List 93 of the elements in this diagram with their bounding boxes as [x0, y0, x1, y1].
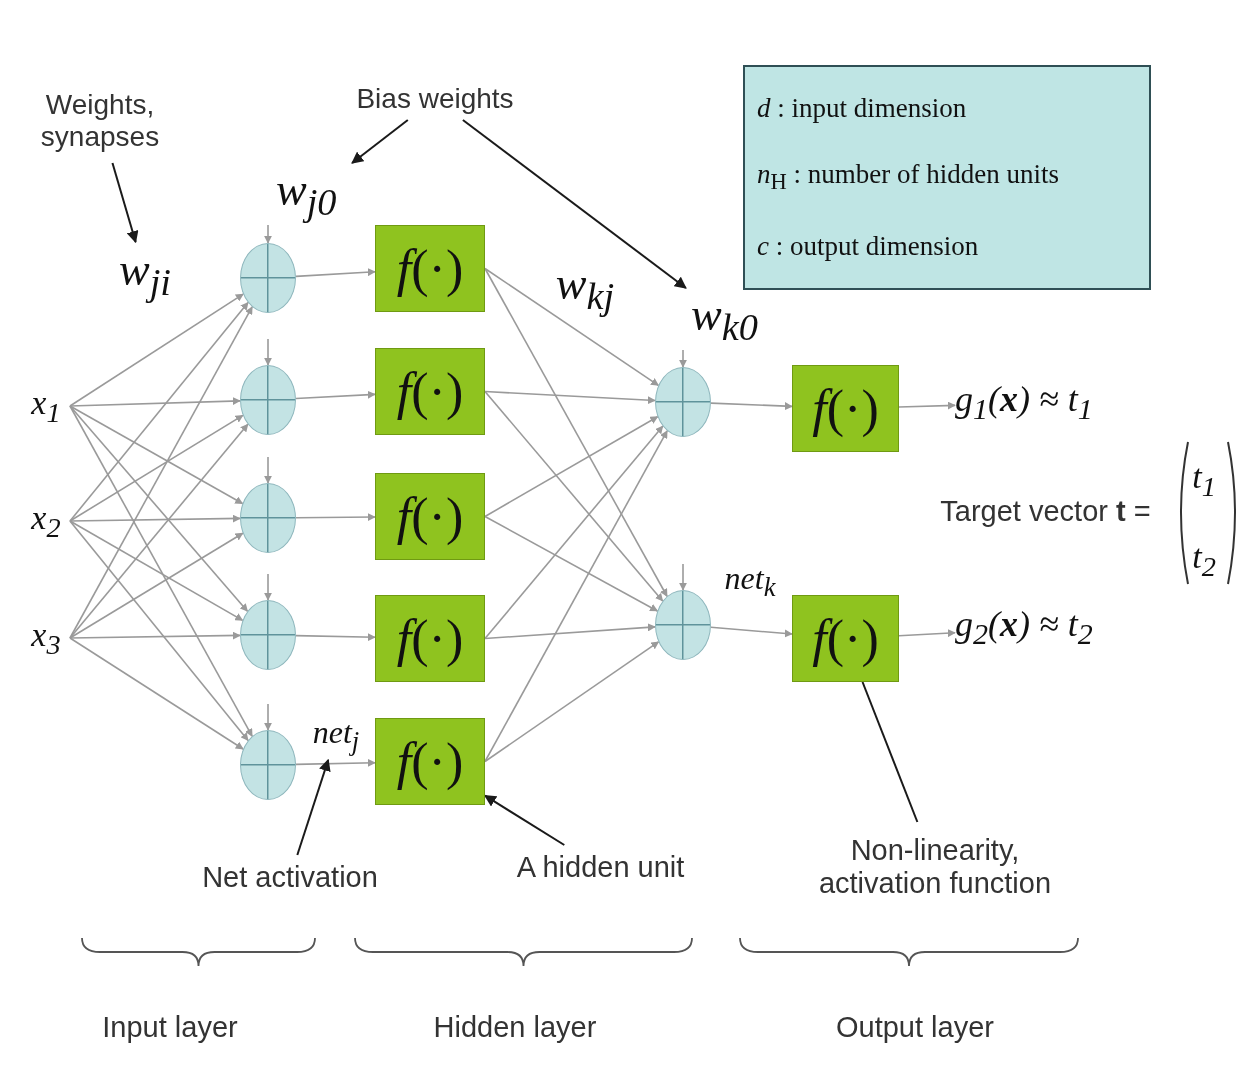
connection-arrow: [69, 520, 244, 622]
connection-arrow: [69, 397, 241, 407]
target-vector-label: Target vector t =: [939, 493, 1152, 529]
function-label: f(·): [812, 609, 879, 668]
connection-arrow: [264, 224, 272, 244]
bias-arrow: [679, 563, 687, 591]
connection-arrow: [898, 629, 956, 638]
annotation-text: Net activation: [185, 855, 395, 900]
connection-arrow: [69, 631, 241, 640]
summing-junction: [240, 600, 296, 670]
summing-junction: [240, 365, 296, 435]
connection-arrow: [484, 415, 659, 518]
math-symbol: w$_{j0}$: [262, 163, 362, 225]
annotation-text: Non-linearity, activation function: [800, 822, 1070, 912]
connection-arrow: [484, 267, 660, 387]
definition-text: c : output dimension: [757, 231, 979, 263]
annotation-text: A hidden unit: [498, 845, 703, 890]
connection-arrow: [710, 626, 793, 638]
layer-label: Input layer: [101, 1010, 239, 1045]
math-symbol: x$_{2}$: [22, 497, 70, 545]
connection-arrow: [295, 758, 376, 767]
definition-box: [743, 65, 1151, 290]
vector-entry: t$_{2}$: [1191, 536, 1217, 584]
connection-arrow: [484, 390, 656, 405]
vector-entry: t$_{1}$: [1191, 456, 1217, 504]
connection-arrow: [69, 293, 244, 407]
leader-arrow: [351, 119, 409, 164]
connection-arrow: [69, 414, 244, 522]
function-label: f(·): [396, 239, 464, 298]
math-symbol: x$_{1}$: [22, 382, 70, 430]
function-label: f(·): [396, 732, 464, 791]
connection-arrow: [484, 623, 656, 640]
summing-junction: [655, 590, 711, 660]
function-label: f(·): [396, 609, 464, 668]
bias-arrow: [264, 573, 272, 601]
math-symbol: w$_{k0}$: [677, 288, 777, 350]
bias-arrow: [264, 338, 272, 366]
activation-box: [792, 595, 899, 682]
math-symbol: net$_{j}$: [300, 712, 372, 760]
layer-label: Output layer: [835, 1010, 995, 1045]
connection-arrow: [295, 268, 376, 278]
connection-arrow: [69, 405, 244, 505]
math-symbol: w$_{ji}$: [102, 242, 188, 306]
connection-arrow: [484, 390, 664, 602]
activation-box: [375, 718, 485, 805]
summing-junction: [240, 730, 296, 800]
connection-arrow: [295, 513, 376, 522]
bias-arrow: [264, 456, 272, 484]
connection-arrow: [295, 390, 376, 400]
leader-line: [861, 681, 919, 823]
connection-arrow: [69, 532, 244, 639]
activation-box: [375, 473, 485, 560]
connection-arrow: [484, 515, 659, 612]
annotation-text: Weights, synapses: [25, 78, 175, 163]
connection-arrow: [679, 349, 687, 368]
activation-box: [375, 595, 485, 682]
connection-arrow: [69, 405, 253, 737]
connection-arrow: [484, 641, 660, 763]
leader-arrow: [296, 758, 331, 856]
connection-arrow: [484, 430, 668, 763]
function-label: f(·): [812, 379, 879, 438]
connection-arrow: [898, 401, 956, 410]
connection-arrow: [69, 514, 241, 523]
bias-arrow: [264, 703, 272, 731]
activation-box: [792, 365, 899, 452]
connection-arrow: [295, 633, 376, 642]
math-symbol: w$_{kj}$: [543, 255, 627, 321]
connection-arrow: [69, 301, 249, 522]
leader-arrow: [461, 119, 687, 289]
connection-arrow: [69, 306, 253, 639]
activation-box: [375, 348, 485, 435]
annotation-text: Bias weights: [335, 78, 535, 120]
definition-text: n$_{H}$ : number of hidden units: [757, 159, 1059, 196]
math-symbol: x$_{3}$: [22, 614, 70, 662]
definition-text: d : input dimension: [757, 92, 967, 124]
connection-arrow: [69, 637, 244, 750]
summing-junction: [240, 243, 296, 313]
connection-arrow: [69, 520, 249, 742]
connection-arrow: [69, 405, 249, 613]
leader-arrow: [111, 162, 139, 244]
math-symbol: g$_{2}$(x) ≈ t$_{2}$: [955, 600, 1155, 655]
math-symbol: g$_{1}$(x) ≈ t$_{1}$: [955, 375, 1155, 430]
math-symbol: net$_{k}$: [714, 558, 786, 606]
connection-arrow: [484, 267, 668, 598]
summing-junction: [655, 367, 711, 437]
layer-label: Hidden layer: [432, 1010, 598, 1045]
leader-arrow: [484, 794, 566, 846]
connection-arrow: [710, 402, 793, 411]
connection-arrow: [69, 423, 249, 639]
function-label: f(·): [396, 362, 464, 421]
function-label: f(·): [396, 487, 464, 546]
connection-arrow: [484, 425, 664, 640]
activation-box: [375, 225, 485, 312]
